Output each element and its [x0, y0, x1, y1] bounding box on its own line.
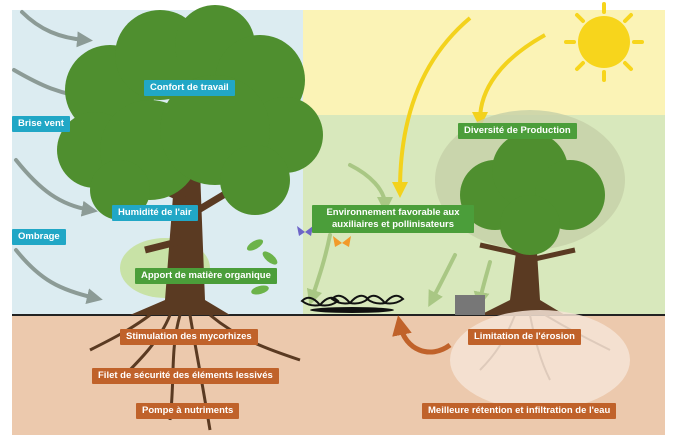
- leaf-icon: [246, 239, 278, 295]
- butterfly-icon: [297, 226, 351, 247]
- mycorhizes-label: Stimulation des mycorhizes: [120, 329, 258, 345]
- sun-icon: [564, 2, 644, 82]
- filet-label: Filet de sécurité des éléments lessivés: [92, 368, 279, 384]
- erosion-arrow: [392, 315, 452, 355]
- pompe-label: Pompe à nutriments: [136, 403, 240, 419]
- matiere-label: Apport de matière organique: [135, 268, 277, 284]
- environnement-label: Environnement favorable aux auxiliaires …: [312, 205, 474, 233]
- small-tree: [460, 132, 605, 315]
- ombrage-label: Ombrage: [12, 229, 66, 245]
- sun-ray-arrow: [392, 16, 472, 198]
- sun-ray-arrow: [472, 33, 546, 128]
- retention-label: Meilleure rétention et infiltration de l…: [422, 403, 617, 419]
- brise-vent-label: Brise vent: [12, 116, 70, 132]
- diversite-label: Diversité de Production: [458, 123, 577, 139]
- water-retention-zone: [450, 310, 630, 410]
- fence-post: [455, 295, 485, 315]
- humidite-label: Humidité de l'air: [112, 205, 198, 221]
- big-tree: [57, 5, 323, 315]
- erosion-label: Limitation de l'érosion: [468, 329, 581, 345]
- seedling-icon: [300, 294, 405, 313]
- confort-label: Confort de travail: [144, 80, 235, 96]
